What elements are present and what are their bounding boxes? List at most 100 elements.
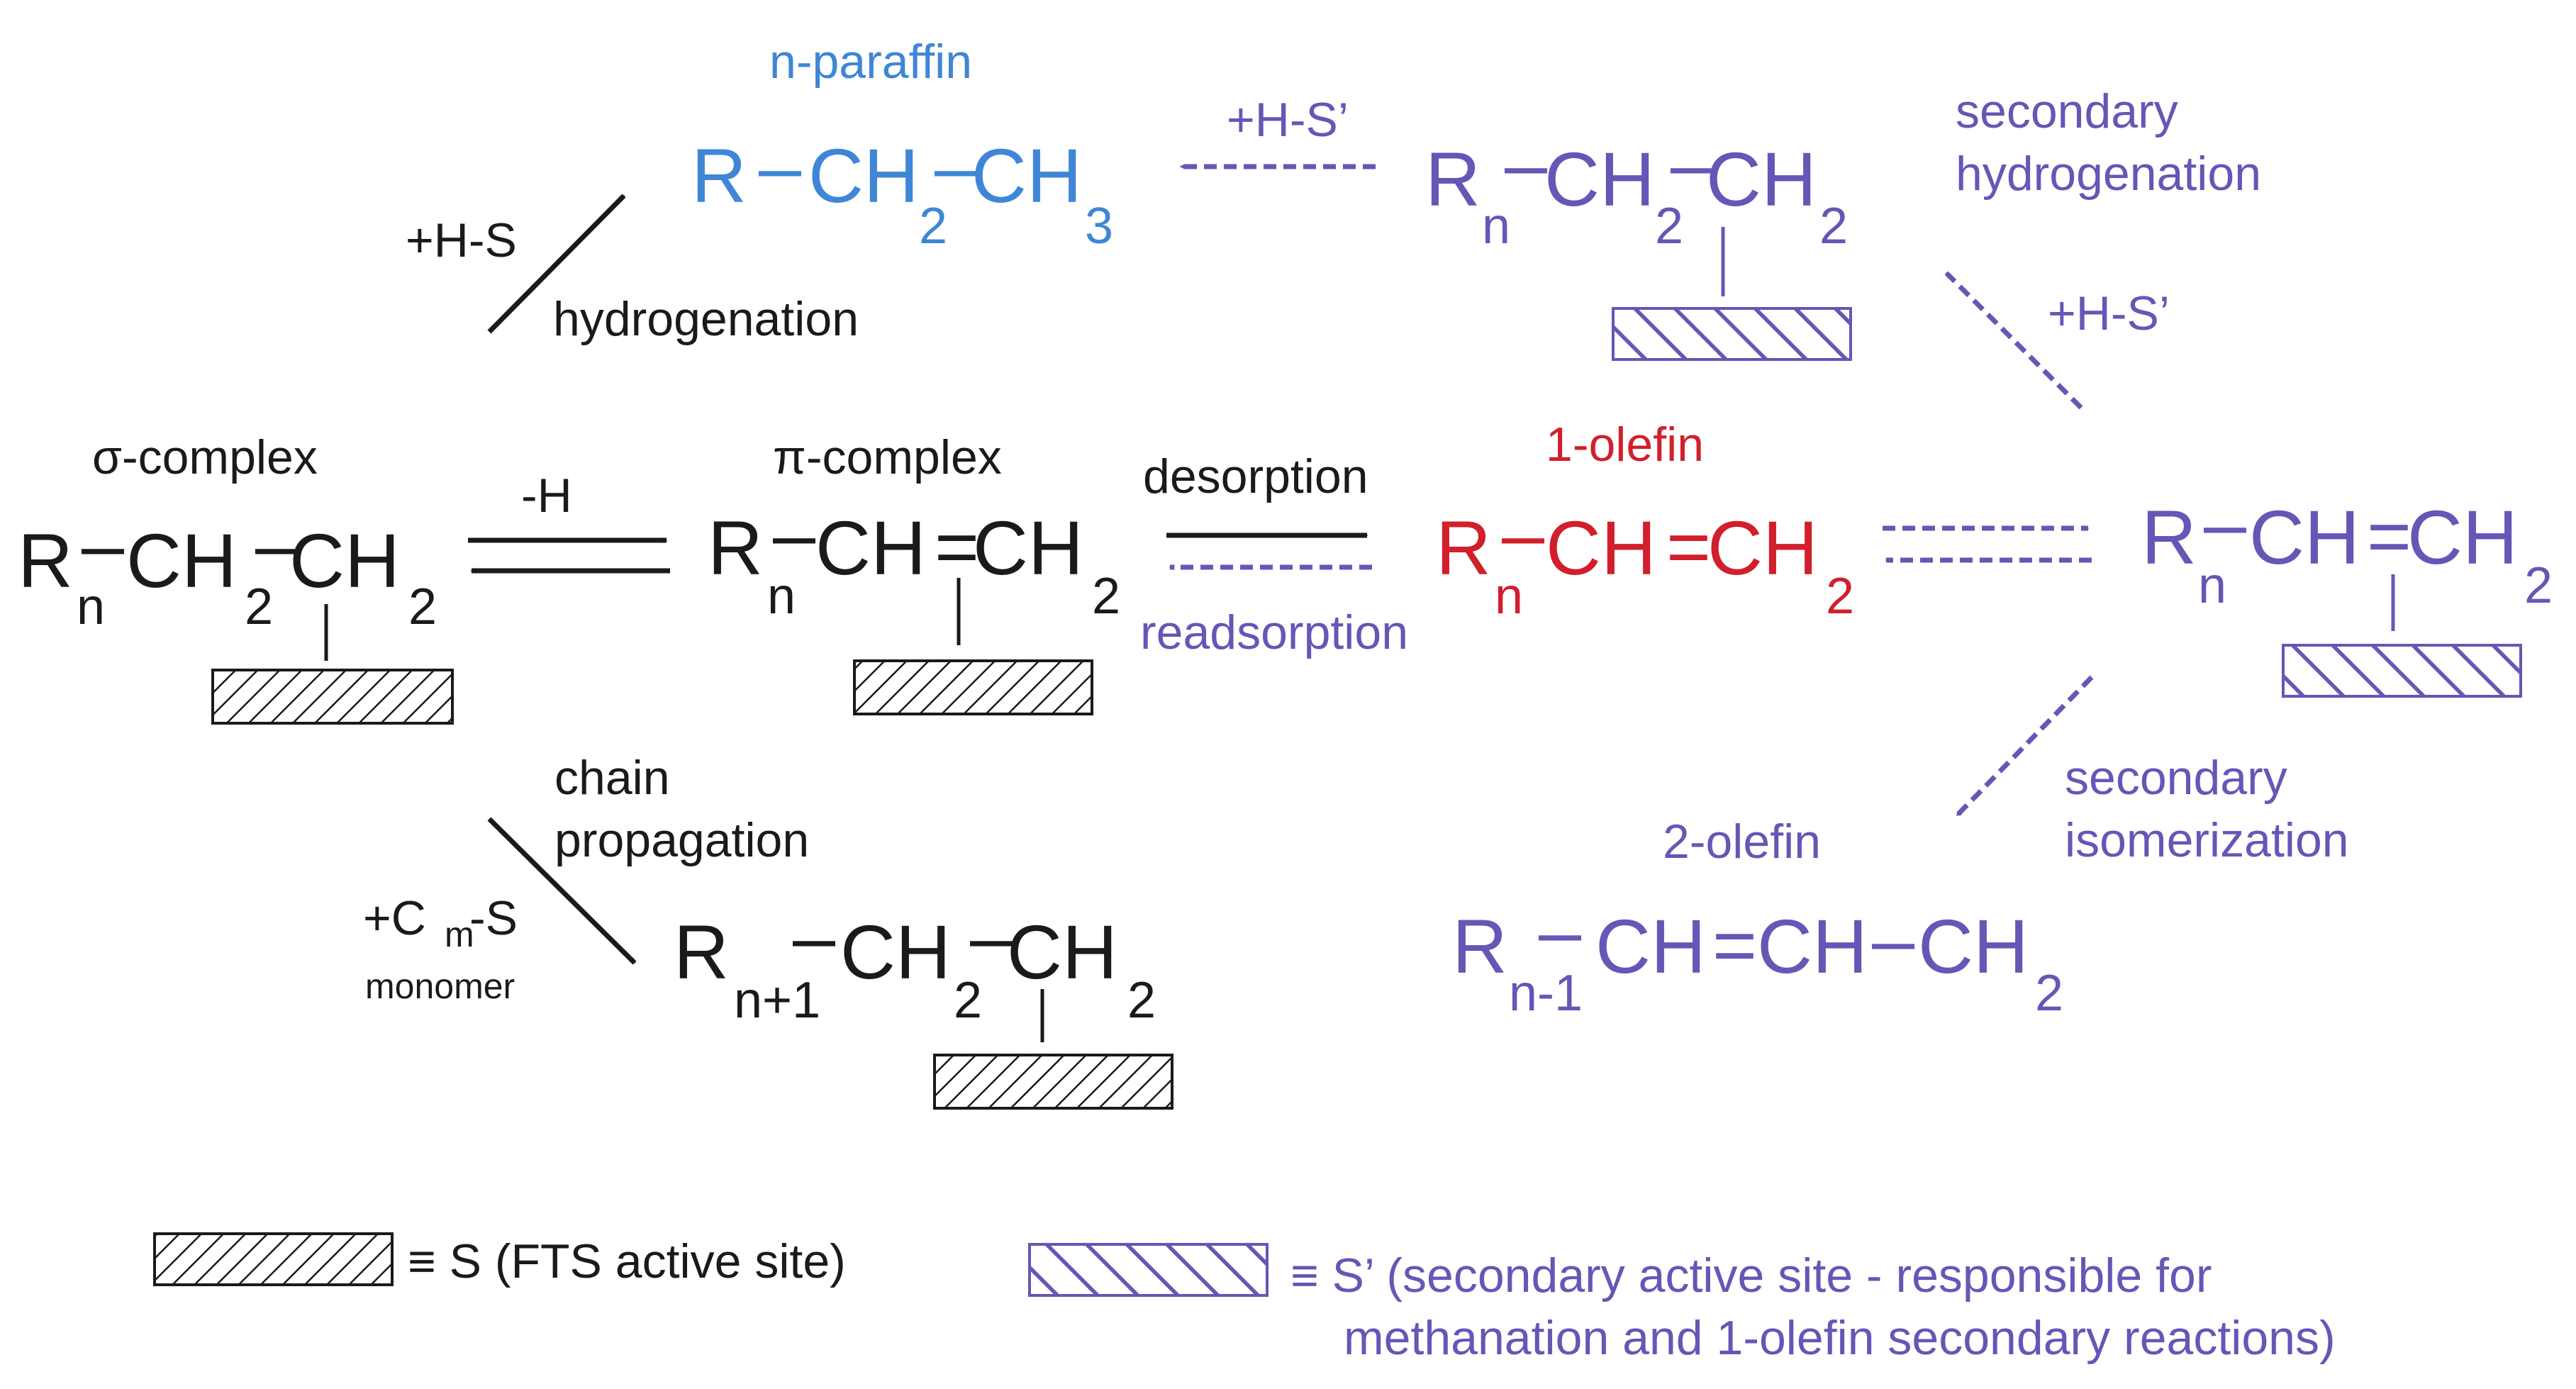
svg-text:CH: CH <box>1544 136 1655 222</box>
sec-hydro-formula: R n – CH 2 – CH 2 <box>1425 121 1848 255</box>
svg-text:R: R <box>1452 903 1507 989</box>
secondary-hydro-label-1: secondary <box>1956 84 2178 138</box>
svg-text:=: = <box>935 503 979 589</box>
svg-text:–: – <box>2204 480 2247 566</box>
plus-hs-prime-right-label: +H-S’ <box>2048 286 2170 340</box>
two-olefin-label: 2-olefin <box>1663 815 1821 869</box>
secondary-isom-label-1: secondary <box>2065 751 2287 805</box>
svg-text:CH: CH <box>1706 136 1817 222</box>
svg-text:–: – <box>935 123 978 209</box>
svg-text:CH: CH <box>2249 494 2360 580</box>
svg-text:n: n <box>77 579 105 635</box>
svg-text:R: R <box>708 505 763 591</box>
svg-text:CH: CH <box>1595 903 1706 989</box>
svg-text:–: – <box>1505 121 1548 206</box>
svg-text:m: m <box>445 915 474 954</box>
svg-text:–: – <box>773 491 816 576</box>
svg-text:–: – <box>1539 888 1582 974</box>
chain-propagation-arrow <box>487 817 637 965</box>
s-site-pi <box>853 659 1093 715</box>
svg-text:CH: CH <box>973 505 1083 591</box>
svg-text:CH: CH <box>1757 903 1868 989</box>
chain-label: chain <box>554 751 670 805</box>
olefin-ads-formula: R n – CH = CH 2 <box>2141 480 2553 614</box>
n-paraffin-label: n-paraffin <box>769 35 972 89</box>
plus-hs-label: +H-S <box>406 213 517 267</box>
sec-hydro-up-arrow <box>1944 271 2083 410</box>
svg-text:n: n <box>1495 568 1523 625</box>
propagation-label: propagation <box>554 813 809 867</box>
svg-text:CH: CH <box>1918 903 2029 989</box>
svg-text:–: – <box>1671 121 1714 206</box>
legend-s-prime-text-1: ≡ S’ (secondary active site - responsibl… <box>1290 1249 2212 1302</box>
svg-text:CH: CH <box>840 909 951 995</box>
sigma-complex-formula: R n – CH 2 – CH 2 <box>18 501 437 635</box>
propagated-chain-formula: R n+1 – CH 2 – CH 2 <box>674 893 1156 1029</box>
s-prime-site-2 <box>2282 644 2522 698</box>
s-prime-site-1 <box>1612 307 1852 361</box>
svg-text:n+1: n+1 <box>734 972 820 1029</box>
svg-text:=: = <box>1666 503 1711 589</box>
svg-text:2: 2 <box>2035 965 2063 1022</box>
svg-text:–: – <box>255 501 299 587</box>
svg-text:2: 2 <box>1826 568 1854 625</box>
svg-text:R: R <box>1425 136 1481 222</box>
svg-text:2: 2 <box>408 579 437 635</box>
svg-text:2: 2 <box>1092 568 1120 625</box>
svg-text:R: R <box>691 133 747 218</box>
monomer-label-group: +C m -S monomer <box>363 891 518 1006</box>
hydrogenation-label: hydrogenation <box>553 292 859 346</box>
svg-text:2: 2 <box>1655 198 1683 255</box>
svg-text:2: 2 <box>1819 198 1848 255</box>
svg-text:=: = <box>2367 493 2411 579</box>
minus-h-label: -H <box>521 469 572 523</box>
legend-s-text: ≡ S (FTS active site) <box>408 1234 846 1288</box>
svg-text:CH: CH <box>2407 494 2518 580</box>
two-olefin-formula: R n-1 – CH = CH – CH 2 <box>1452 888 2063 1022</box>
svg-text:+C: +C <box>363 891 426 945</box>
hydrogenation-arrow <box>487 194 626 334</box>
svg-text:2: 2 <box>919 198 947 255</box>
svg-text:2: 2 <box>2524 557 2553 614</box>
svg-text:CH: CH <box>126 518 237 603</box>
secondary-hydro-label-2: hydrogenation <box>1956 147 2261 201</box>
legend-s-prime-text-2: methanation and 1-olefin secondary react… <box>1344 1311 2336 1365</box>
readsorption-label: readsorption <box>1140 606 1408 659</box>
svg-text:–: – <box>1872 896 1915 982</box>
svg-text:R: R <box>674 909 729 995</box>
legend-s-prime-swatch <box>1028 1243 1269 1297</box>
svg-text:CH: CH <box>1707 505 1818 591</box>
s-site-propagated <box>933 1054 1173 1110</box>
svg-text:R: R <box>1436 505 1491 591</box>
n-paraffin-formula: R – CH 2 – CH 3 <box>691 123 1113 255</box>
svg-text:CH: CH <box>289 518 400 603</box>
one-olefin-formula: R n – CH = CH 2 <box>1436 491 1854 625</box>
svg-text:CH: CH <box>815 505 926 591</box>
svg-text:3: 3 <box>1085 198 1113 255</box>
svg-text:R: R <box>18 518 73 603</box>
svg-text:n-1: n-1 <box>1509 965 1583 1022</box>
svg-text:–: – <box>1502 491 1545 576</box>
s-site-sigma <box>211 669 454 725</box>
svg-text:CH: CH <box>1546 505 1656 591</box>
svg-text:2: 2 <box>954 972 982 1029</box>
svg-text:–: – <box>970 893 1013 979</box>
sigma-complex-label: σ-complex <box>92 430 318 484</box>
svg-text:n: n <box>2198 557 2226 614</box>
one-olefin-label: 1-olefin <box>1546 418 1704 472</box>
desorption-label: desorption <box>1143 450 1368 503</box>
svg-text:CH: CH <box>971 133 1082 218</box>
sec-isomerization-arrow <box>1955 675 2094 818</box>
svg-text:2: 2 <box>1127 972 1156 1029</box>
svg-text:2: 2 <box>245 579 273 635</box>
svg-text:=: = <box>1712 902 1757 988</box>
plus-hs-prime-top-label: +H-S’ <box>1227 93 1349 147</box>
svg-text:–: – <box>82 501 125 587</box>
svg-text:monomer: monomer <box>365 966 515 1006</box>
secondary-isom-label-2: isomerization <box>2065 813 2349 867</box>
pi-complex-formula: R n – CH = CH 2 <box>708 491 1120 625</box>
svg-text:–: – <box>793 893 836 979</box>
svg-text:n: n <box>1482 198 1510 255</box>
svg-text:CH: CH <box>808 133 919 218</box>
